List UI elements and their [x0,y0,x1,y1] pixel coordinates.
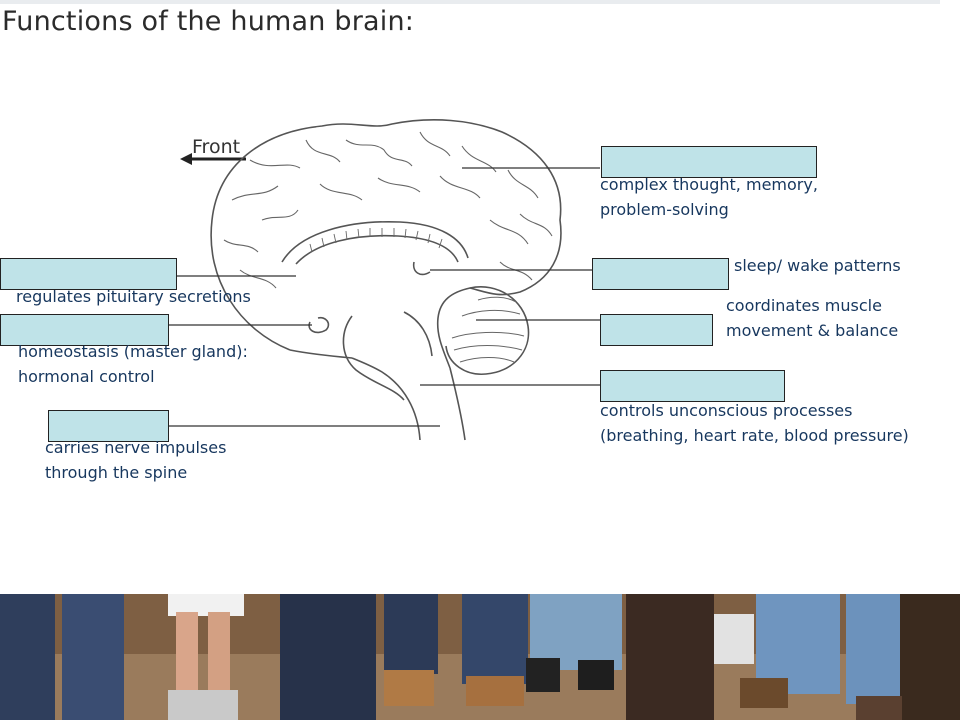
hypothalamus-line-1: regulates pituitary secretions [16,287,251,306]
page-title: Functions of the human brain: [2,6,415,37]
label-box-cerebrum[interactable] [601,146,817,178]
brain-stem-line-2: (breathing, heart rate, blood pressure) [600,426,909,445]
label-box-cerebellum[interactable] [600,314,713,346]
brain-stem-line-1: controls unconscious processes [600,401,853,420]
label-box-pituitary[interactable] [0,314,169,346]
brain-outline [210,119,562,441]
brain-stem-description: controls unconscious processes (breathin… [600,398,909,448]
background-photo [0,594,960,720]
label-box-spinal-cord[interactable] [48,410,169,442]
label-box-pineal[interactable] [592,258,729,290]
brain-gyri [223,131,553,289]
cerebrum-description: complex thought, memory, problem-solving [600,172,818,222]
pineal-description: sleep/ wake patterns [734,253,901,278]
pituitary-line-2: hormonal control [18,367,155,386]
pituitary-line-1: homeostasis (master gland): [18,342,248,361]
top-bar [0,0,940,4]
brain-diagram [168,119,600,441]
spinal-cord-line-2: through the spine [45,463,188,482]
pituitary-description: homeostasis (master gland): hormonal con… [18,339,248,389]
cerebrum-line-1: complex thought, memory, [600,175,818,194]
photo-strip-image [0,594,960,720]
label-box-brain-stem[interactable] [600,370,785,402]
cerebellum-folds [451,296,525,363]
front-arrow-icon [180,153,246,165]
spinal-cord-description: carries nerve impulses through the spine [45,435,226,485]
cerebrum-line-2: problem-solving [600,200,729,219]
pineal-line-1: sleep/ wake patterns [734,256,901,275]
hypothalamus-description: regulates pituitary secretions [16,284,251,309]
front-label: Front [192,136,241,158]
label-box-hypothalamus[interactable] [0,258,177,290]
cerebellum-description: coordinates muscle movement & balance [726,293,898,343]
spinal-cord-line-1: carries nerve impulses [45,438,227,457]
cerebellum-line-1: coordinates muscle [726,296,882,315]
leader-lines [168,167,600,427]
corpus-callosum [309,228,443,253]
cerebellum-line-2: movement & balance [726,321,899,340]
